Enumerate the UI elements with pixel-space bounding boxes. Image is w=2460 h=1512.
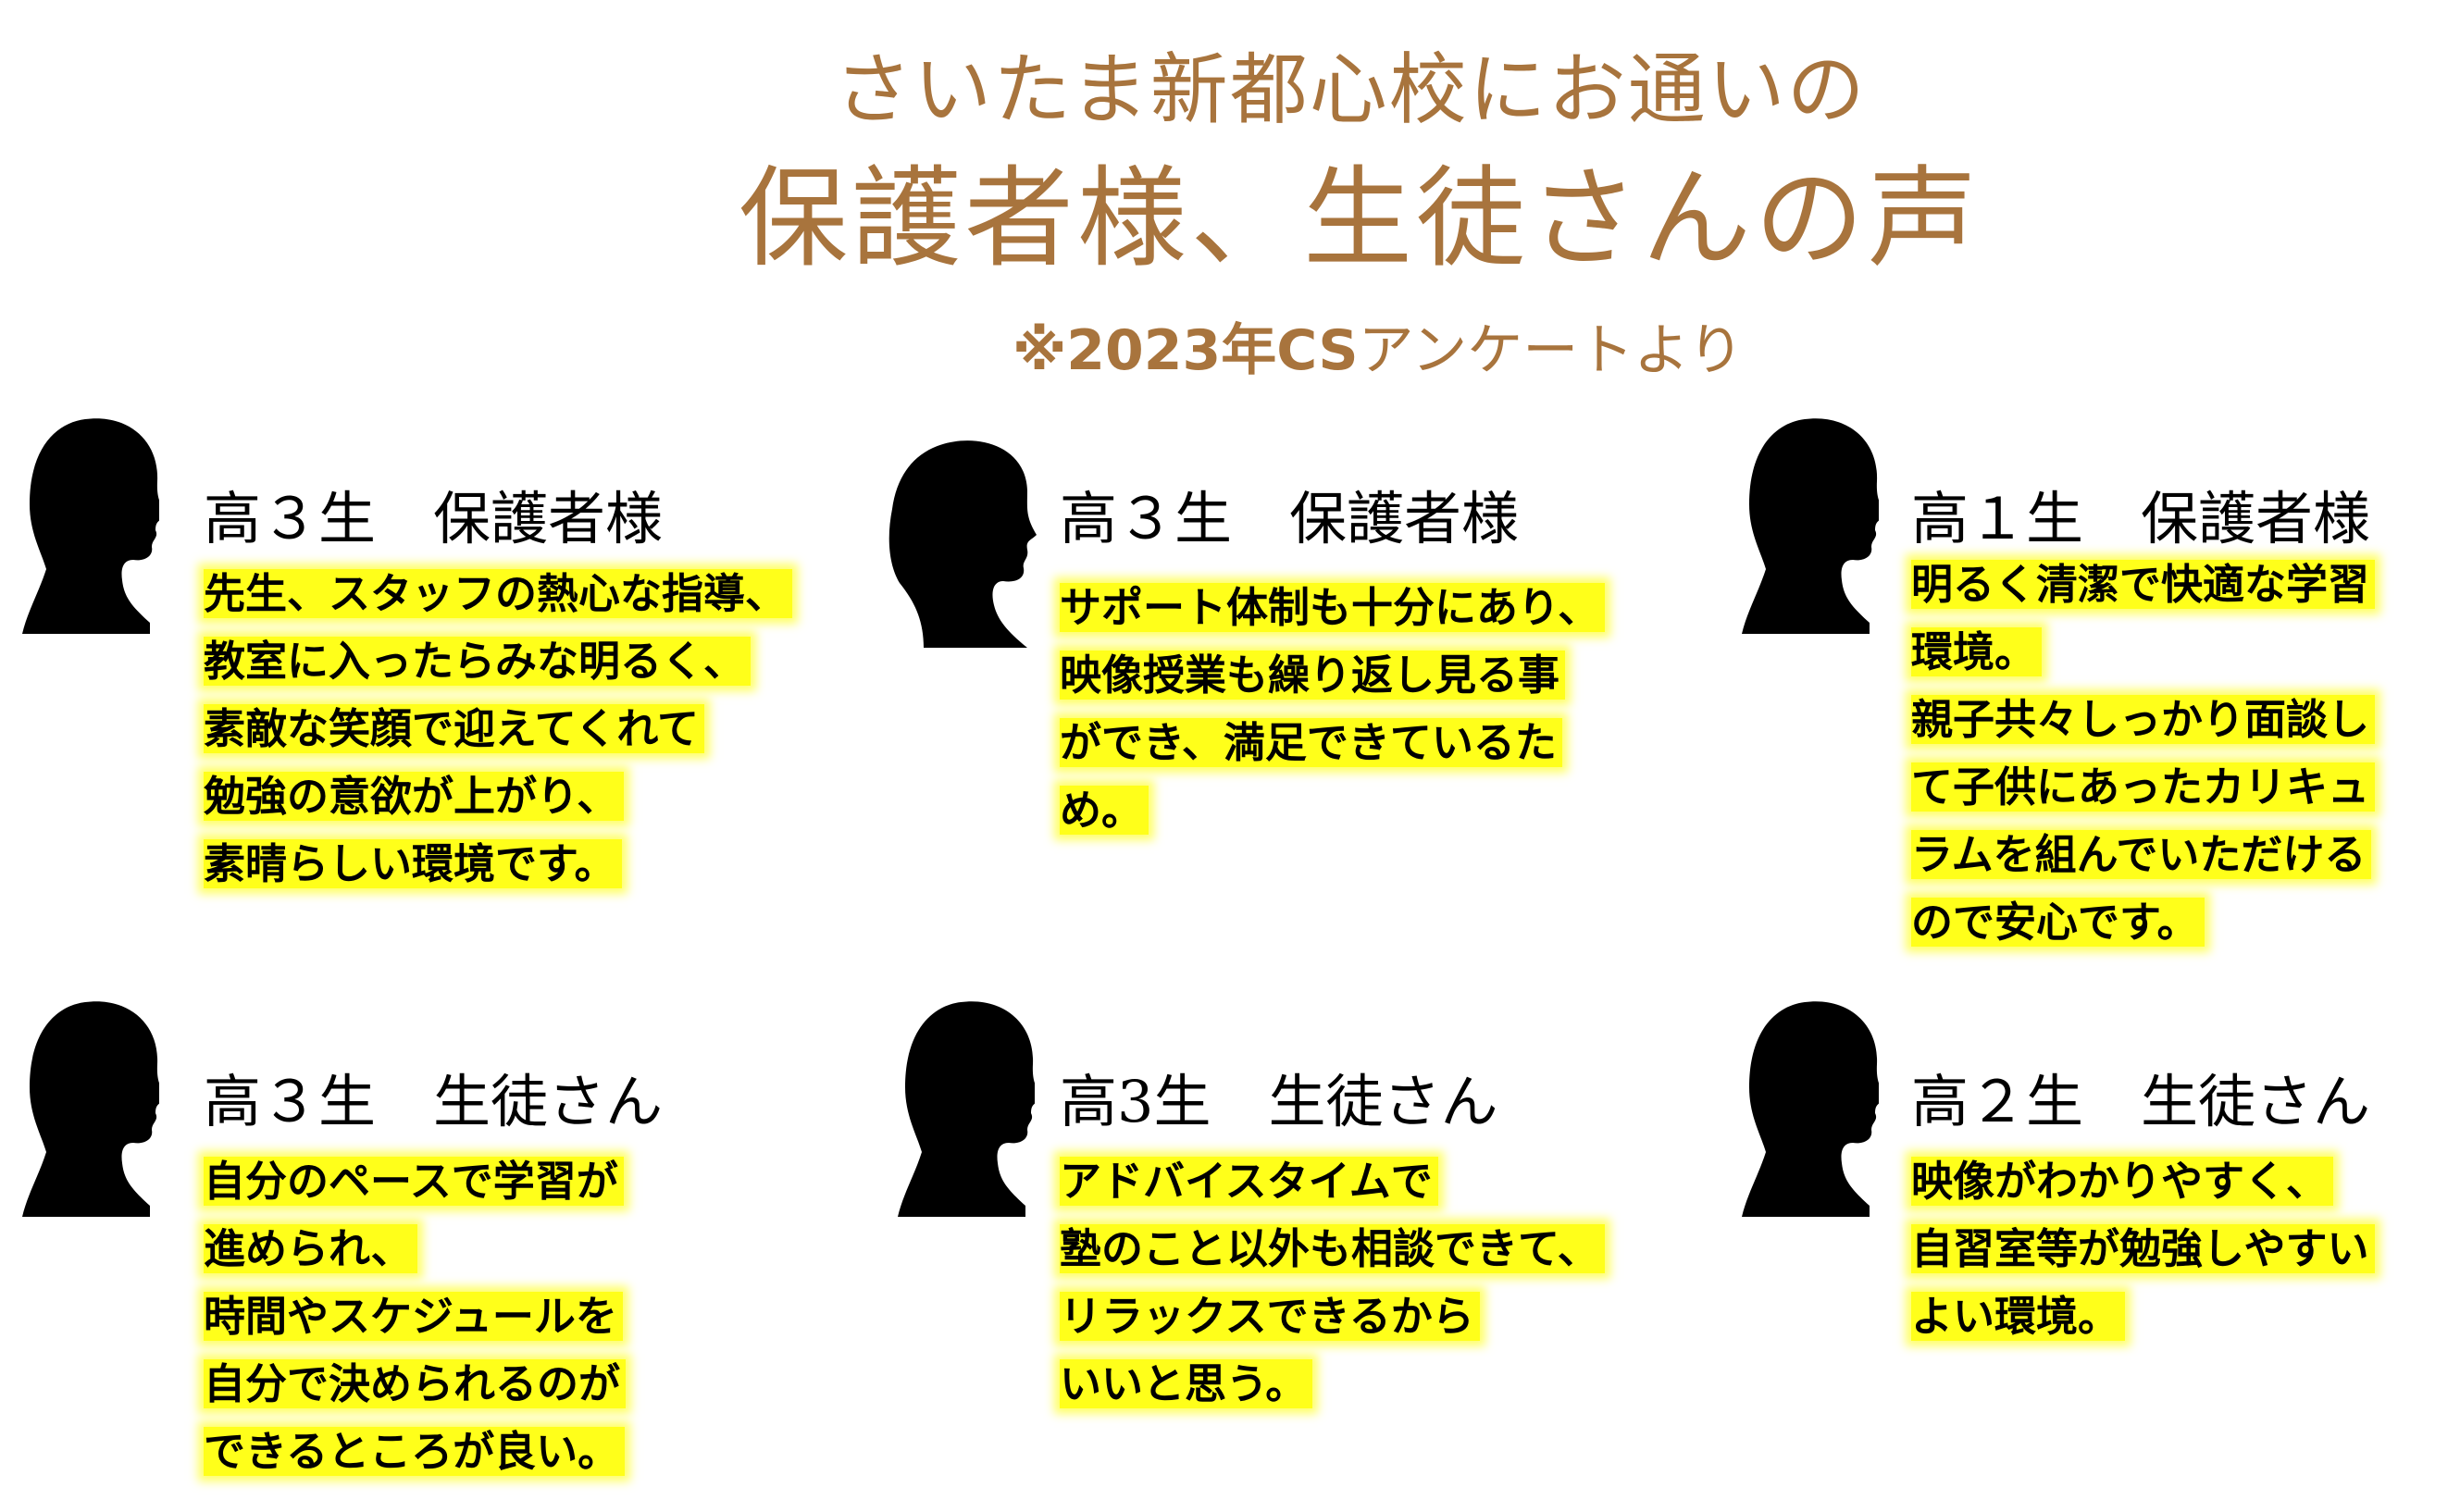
testimonial-label: 高３生 保護者様 bbox=[204, 485, 664, 552]
testimonial-body: 明るく清潔で快適な学習 環境。 親子共々しっかり面談し て子供にあったカリキュ … bbox=[1911, 551, 2376, 956]
testimonial-line: ので安心です。 bbox=[1911, 898, 2205, 947]
female-silhouette-icon bbox=[22, 418, 159, 634]
testimonial-label: 高3生 生徒さん bbox=[1060, 1068, 1498, 1135]
male-silhouette-icon bbox=[888, 440, 1037, 648]
testimonial-line: リラックスできるから bbox=[1060, 1292, 1480, 1341]
testimonial-line: 素敵な笑顔で迎えてくれて bbox=[204, 704, 705, 753]
survey-note: ※2023年CSアンケートより bbox=[148, 305, 2460, 386]
testimonial-body: アドバイスタイムで 塾のこと以外も相談できて、 リラックスできるから いいと思う… bbox=[1060, 1147, 1605, 1418]
testimonial-line: 教室に入ったらみな明るく、 bbox=[204, 637, 752, 686]
testimonial-line: ラムを組んでいただける bbox=[1911, 830, 2372, 879]
female-silhouette-icon bbox=[1742, 1001, 1879, 1217]
testimonial-line: 勉強の意欲が上がり、 bbox=[204, 772, 625, 821]
testimonial-line: 明るく清潔で快適な学習 bbox=[1911, 560, 2376, 609]
testimonial-line: サポート体制も十分にあり、 bbox=[1060, 583, 1606, 632]
female-silhouette-icon bbox=[898, 1001, 1035, 1217]
testimonial-line: て子供にあったカリキュ bbox=[1911, 762, 2376, 812]
testimonial-line: 環境。 bbox=[1911, 627, 2043, 676]
testimonial-line: よい環境。 bbox=[1911, 1292, 2126, 1341]
female-silhouette-icon bbox=[1742, 418, 1879, 634]
testimonial-label: 高３生 生徒さん bbox=[204, 1068, 664, 1135]
testimonial-line: 親子共々しっかり面談し bbox=[1911, 695, 2376, 744]
testimonial-line: 塾のこと以外も相談できて、 bbox=[1060, 1224, 1605, 1273]
testimonial-line: 先生、スタッフの熱心な指導、 bbox=[204, 569, 793, 618]
testimonial-body: サポート体制も十分にあり、 映像授業も繰り返し見る事 ができ、満足できているた … bbox=[1060, 574, 1606, 844]
testimonial-line: 自分のペースで学習が bbox=[204, 1157, 624, 1206]
testimonial-line: ができ、満足できているた bbox=[1060, 718, 1562, 767]
female-silhouette-icon bbox=[22, 1001, 159, 1217]
testimonial-body: 先生、スタッフの熱心な指導、 教室に入ったらみな明るく、 素敵な笑顔で迎えてくれ… bbox=[204, 560, 793, 898]
survey-note-prefix: ※2023年CS bbox=[1012, 318, 1359, 383]
heading-line2: 保護者様、生徒さんの声 bbox=[738, 155, 1981, 282]
testimonial-line: 映像がわかりやすく、 bbox=[1911, 1157, 2334, 1206]
testimonial-body: 自分のペースで学習が 進められ、 時間やスケジュールを 自分で決められるのが で… bbox=[204, 1147, 627, 1485]
testimonial-line: 映像授業も繰り返し見る事 bbox=[1060, 651, 1566, 700]
survey-note-suffix: アンケートより bbox=[1358, 318, 1745, 383]
testimonial-line: できるところが良い。 bbox=[204, 1427, 626, 1476]
testimonial-line: 自分で決められるのが bbox=[204, 1359, 627, 1408]
testimonial-line: 自習室等が勉強しやすい bbox=[1911, 1224, 2375, 1273]
testimonial-label: 高３生 保護者様 bbox=[1060, 485, 1520, 552]
testimonial-line: いいと思う。 bbox=[1060, 1359, 1313, 1408]
testimonial-line: アドバイスタイムで bbox=[1060, 1157, 1438, 1206]
testimonial-label: 高２生 生徒さん bbox=[1911, 1068, 2371, 1135]
testimonial-line: め。 bbox=[1060, 786, 1149, 835]
testimonial-line: 時間やスケジュールを bbox=[204, 1292, 623, 1341]
testimonial-line: 素晴らしい環境です。 bbox=[204, 839, 622, 888]
heading-line1: さいたま新都心校にお通いの bbox=[834, 44, 1867, 135]
testimonial-label: 高１生 保護者様 bbox=[1911, 485, 2371, 552]
testimonial-line: 進められ、 bbox=[204, 1224, 418, 1273]
testimonial-body: 映像がわかりやすく、 自習室等が勉強しやすい よい環境。 bbox=[1911, 1147, 2375, 1350]
